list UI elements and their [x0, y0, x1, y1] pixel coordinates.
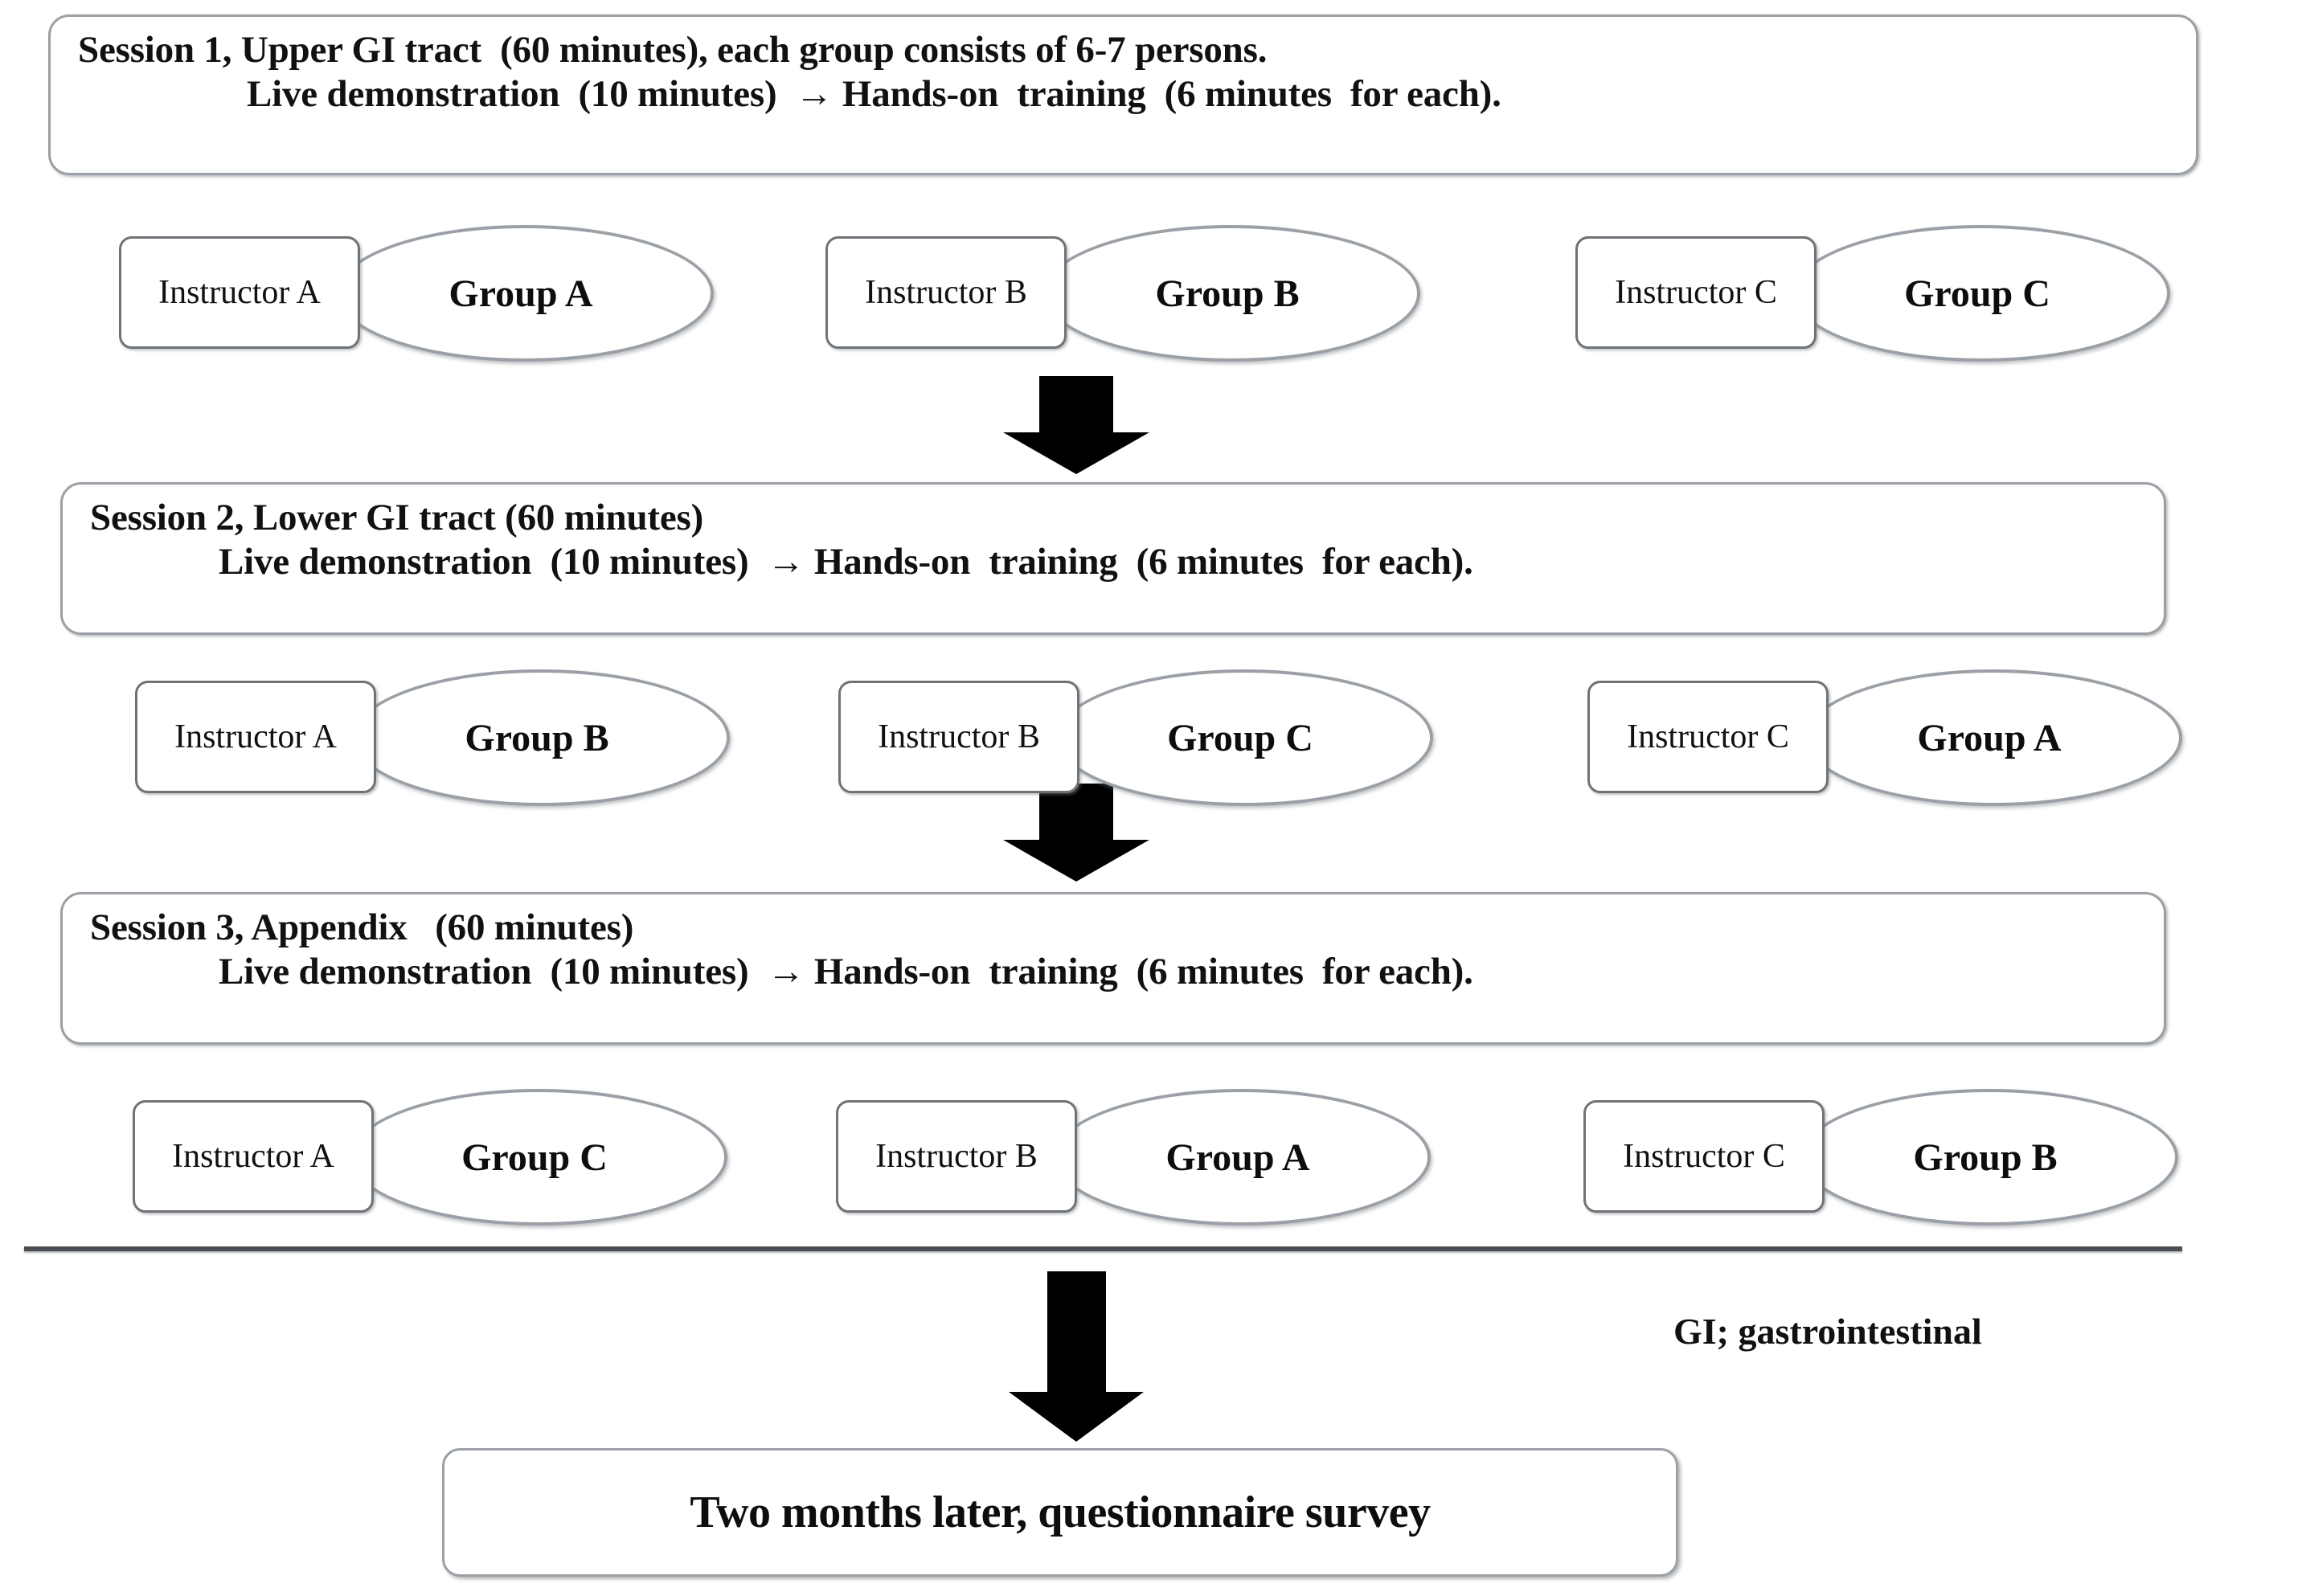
group-ellipse [1042, 225, 1420, 362]
session-1-line-2: Live demonstration (10 minutes) → Hands-… [247, 73, 1501, 116]
session-2-pair-1: Instructor A Group B [135, 669, 730, 806]
section-divider [24, 1246, 2182, 1251]
flow-arrow-3 [1009, 1271, 1145, 1448]
flow-arrow-1 [1003, 376, 1149, 474]
flow-arrow-2 [1003, 784, 1149, 882]
instructor-box: Instructor C [1583, 1100, 1825, 1213]
arrow-head [1003, 840, 1149, 882]
session-1-banner: Session 1, Upper GI tract (60 minutes), … [48, 14, 2198, 175]
session-1-pair-1: Instructor A Group A [119, 225, 714, 362]
session-2-line-2: Live demonstration (10 minutes) → Hands-… [219, 541, 1473, 583]
session-3-banner: Session 3, Appendix (60 minutes) Live de… [60, 892, 2166, 1045]
session-3-pair-1: Instructor A Group C [133, 1089, 727, 1226]
group-label: Group C [1904, 272, 2050, 315]
footnote-gi-abbreviation: GI; gastrointestinal [1673, 1311, 1982, 1352]
group-label: Group C [1167, 716, 1313, 759]
group-label: Group C [461, 1136, 608, 1179]
arrow-shaft [1047, 1271, 1106, 1393]
group-ellipse [352, 669, 730, 806]
session-2-line-1: Session 2, Lower GI tract (60 minutes) [90, 497, 704, 538]
instructor-box: Instructor A [133, 1100, 374, 1213]
group-label: Group A [449, 272, 593, 315]
instructor-box: Instructor A [135, 681, 376, 793]
final-outcome-box: Two months later, questionnaire survey [442, 1448, 1678, 1577]
group-label: Group A [1917, 716, 2062, 759]
group-label: Group B [1155, 272, 1300, 315]
final-outcome-text: Two months later, questionnaire survey [690, 1488, 1431, 1537]
session-1-pair-2: Instructor B Group B [825, 225, 1420, 362]
session-1-pair-3: Instructor C Group C [1575, 225, 2170, 362]
group-label: Group B [1913, 1136, 2058, 1179]
session-2-pair-3: Instructor C Group A [1587, 669, 2182, 806]
instructor-box: Instructor B [825, 236, 1067, 349]
session-3-line-2: Live demonstration (10 minutes) → Hands-… [219, 951, 1473, 993]
instructor-box: Instructor B [836, 1100, 1077, 1213]
instructor-box: Instructor A [119, 236, 360, 349]
session-3-line-1: Session 3, Appendix (60 minutes) [90, 906, 634, 948]
group-ellipse [1053, 1089, 1431, 1226]
session-3-pair-3: Instructor C Group B [1583, 1089, 2178, 1226]
session-3-pair-2: Instructor B Group A [836, 1089, 1431, 1226]
arrow-head [1003, 432, 1149, 474]
instructor-box: Instructor C [1587, 681, 1829, 793]
arrow-shaft [1039, 784, 1113, 841]
group-ellipse [336, 225, 714, 362]
session-2-banner: Session 2, Lower GI tract (60 minutes) L… [60, 482, 2166, 635]
group-ellipse [1804, 669, 2182, 806]
instructor-box: Instructor C [1575, 236, 1817, 349]
session-1-line-1: Session 1, Upper GI tract (60 minutes), … [78, 29, 1268, 71]
arrow-shaft [1039, 376, 1113, 434]
arrow-head [1009, 1392, 1144, 1442]
instructor-box: Instructor B [838, 681, 1079, 793]
group-ellipse [1792, 225, 2170, 362]
group-ellipse [350, 1089, 727, 1226]
group-label: Group A [1165, 1136, 1310, 1179]
session-2-pair-2: Instructor B Group C [838, 669, 1433, 806]
group-label: Group B [465, 716, 609, 759]
